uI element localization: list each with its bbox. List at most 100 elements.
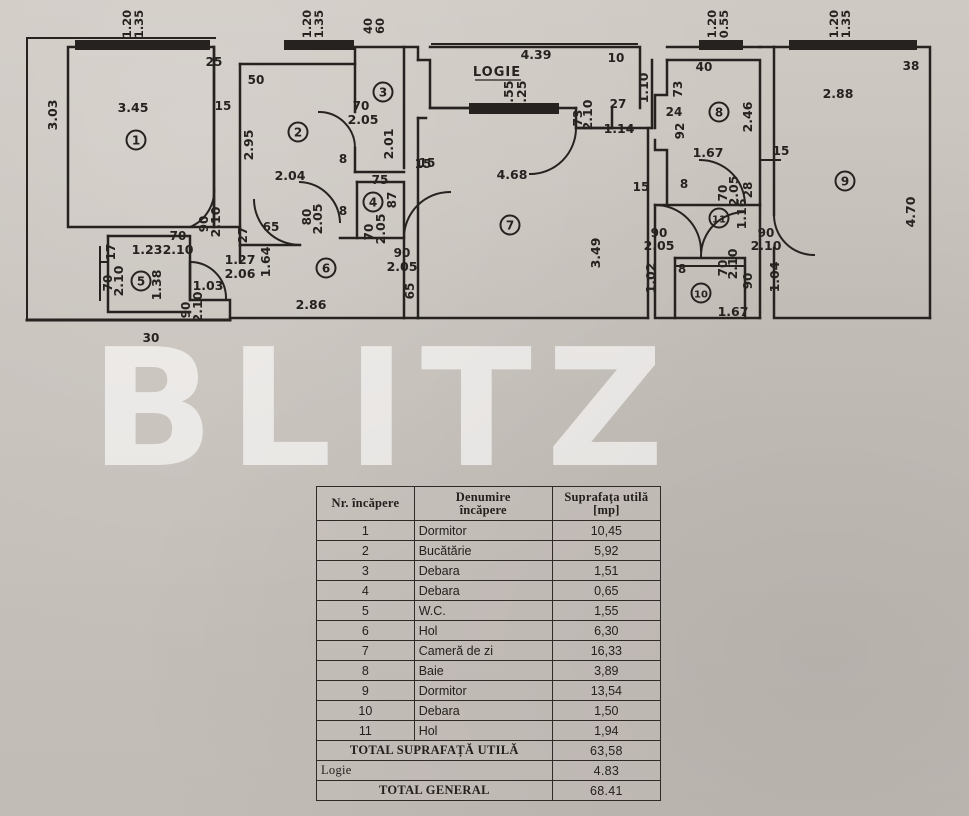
cell-room-number: 4 xyxy=(316,580,415,601)
room-marker-11: 11 xyxy=(708,207,730,229)
cell-room-name: Hol xyxy=(413,620,553,641)
cell-room-number: 10 xyxy=(316,700,415,721)
dimension-label: 38 xyxy=(903,59,920,73)
cell-room-area: 5,92 xyxy=(551,540,662,561)
dimension-label: 2.05 xyxy=(373,214,388,245)
dimension-label: 1.67 xyxy=(693,145,724,160)
dimension-label: 1.10 xyxy=(636,72,651,103)
window-label: 1.201.35 xyxy=(120,10,146,38)
cell-room-number: 9 xyxy=(316,680,415,701)
dimension-label: 15 xyxy=(415,157,432,171)
svg-text:6: 6 xyxy=(322,262,330,276)
dimension-label: 15 xyxy=(215,99,232,113)
dimension-label: 73 xyxy=(671,81,685,98)
cell-room-name: Dormitor xyxy=(413,680,553,701)
svg-text:1: 1 xyxy=(132,134,140,148)
dimension-labels: 3.453.032515502.952.042.01702.0515875878… xyxy=(45,47,919,345)
dimension-label: 3.49 xyxy=(588,238,603,269)
header-useful-area-line2: [mp] xyxy=(593,502,620,517)
header-room-number: Nr. încăpere xyxy=(316,486,415,521)
dimension-label: 2.95 xyxy=(241,130,256,161)
header-room-name-line1: Denumire xyxy=(455,489,511,504)
svg-text:10: 10 xyxy=(694,290,708,301)
cell-room-number: 6 xyxy=(316,620,415,641)
dimension-label: 1.03 xyxy=(193,278,224,293)
room-marker-5: 5 xyxy=(130,270,152,292)
cell-total-label: TOTAL SUPRAFAȚĂ UTILĂ xyxy=(316,740,553,761)
dimension-label: 90 xyxy=(758,226,775,240)
dimension-label: 80 xyxy=(300,209,314,226)
cell-room-number: 1 xyxy=(316,520,415,541)
dimension-label: 50 xyxy=(248,73,265,87)
dimension-label: 1.16 xyxy=(734,198,749,229)
dimension-label: 70 xyxy=(716,185,730,202)
dimension-label: 27 xyxy=(610,97,627,111)
cell-room-area: 0,65 xyxy=(551,580,662,601)
dimension-label: 2.04 xyxy=(275,168,306,183)
dimension-label: 3.03 xyxy=(45,100,60,131)
dimension-label: 2.10 xyxy=(751,238,782,253)
svg-text:1.35: 1.35 xyxy=(839,10,853,38)
dimension-label: 40 xyxy=(696,60,713,74)
dimension-label: 1.27 xyxy=(225,252,256,267)
dimension-label: 87 xyxy=(385,192,399,209)
dimension-label: 90 xyxy=(741,273,755,290)
dimension-label: 17 xyxy=(104,244,118,261)
room-marker-10: 10 xyxy=(690,282,712,304)
dimension-label: 2.05 xyxy=(644,238,675,253)
window-label: 1.201.35 xyxy=(827,10,853,38)
svg-text:3: 3 xyxy=(379,86,387,100)
dimension-label: 1.55 xyxy=(501,81,516,112)
dimension-label: 92 xyxy=(673,123,687,140)
room-marker-7: 7 xyxy=(499,214,521,236)
svg-text:60: 60 xyxy=(373,18,387,34)
room-schedule-table: Nr. încăpere Denumire încăpere Suprafața… xyxy=(316,486,662,801)
room-marker-2: 2 xyxy=(287,121,309,143)
dimension-label: 4.68 xyxy=(497,167,528,182)
header-useful-area: Suprafața utilă [mp] xyxy=(551,486,662,521)
dimension-label: 2.10 xyxy=(580,99,595,130)
cell-room-name: Hol xyxy=(413,720,553,741)
dimension-label: 70 xyxy=(362,224,376,241)
cell-room-area: 1,51 xyxy=(551,560,662,581)
cell-room-area: 13,54 xyxy=(551,680,662,701)
dimension-label: 70 xyxy=(353,99,370,113)
room-marker-4: 4 xyxy=(362,191,384,213)
dimension-label: 3.45 xyxy=(118,100,149,115)
header-room-name-line2: încăpere xyxy=(459,502,507,517)
header-useful-area-line1: Suprafața utilă xyxy=(564,489,649,504)
cell-room-name: Cameră de zi xyxy=(413,640,553,661)
dimension-label: 4.70 xyxy=(903,196,918,227)
room-marker-8: 8 xyxy=(708,101,730,123)
svg-text:5: 5 xyxy=(137,275,145,289)
dimension-label: 2.01 xyxy=(381,129,396,160)
cell-room-area: 6,30 xyxy=(551,620,662,641)
dimension-label: 27 xyxy=(236,227,250,244)
dimension-label: 25 xyxy=(206,55,223,69)
room-marker-1: 1 xyxy=(125,129,147,151)
dimension-label: 2.06 xyxy=(225,266,256,281)
header-room-name: Denumire încăpere xyxy=(413,486,553,521)
dimension-label: 1.64 xyxy=(258,246,273,277)
cell-room-area: 1,94 xyxy=(551,720,662,741)
cell-total-value: 68.41 xyxy=(551,780,662,801)
room-marker-6: 6 xyxy=(315,257,337,279)
dimension-label: 2.05 xyxy=(387,259,418,274)
dimension-label: 73 xyxy=(571,110,585,127)
dimension-label: 90 xyxy=(394,246,411,260)
dimension-label: 70 xyxy=(716,260,730,277)
dimension-label: 2.10 xyxy=(111,265,126,296)
table-header-row: Nr. încăpere Denumire încăpere Suprafața… xyxy=(316,486,662,521)
cell-room-number: 7 xyxy=(316,640,415,661)
svg-text:1.20: 1.20 xyxy=(827,10,841,38)
dimension-label: 2.86 xyxy=(296,297,327,312)
